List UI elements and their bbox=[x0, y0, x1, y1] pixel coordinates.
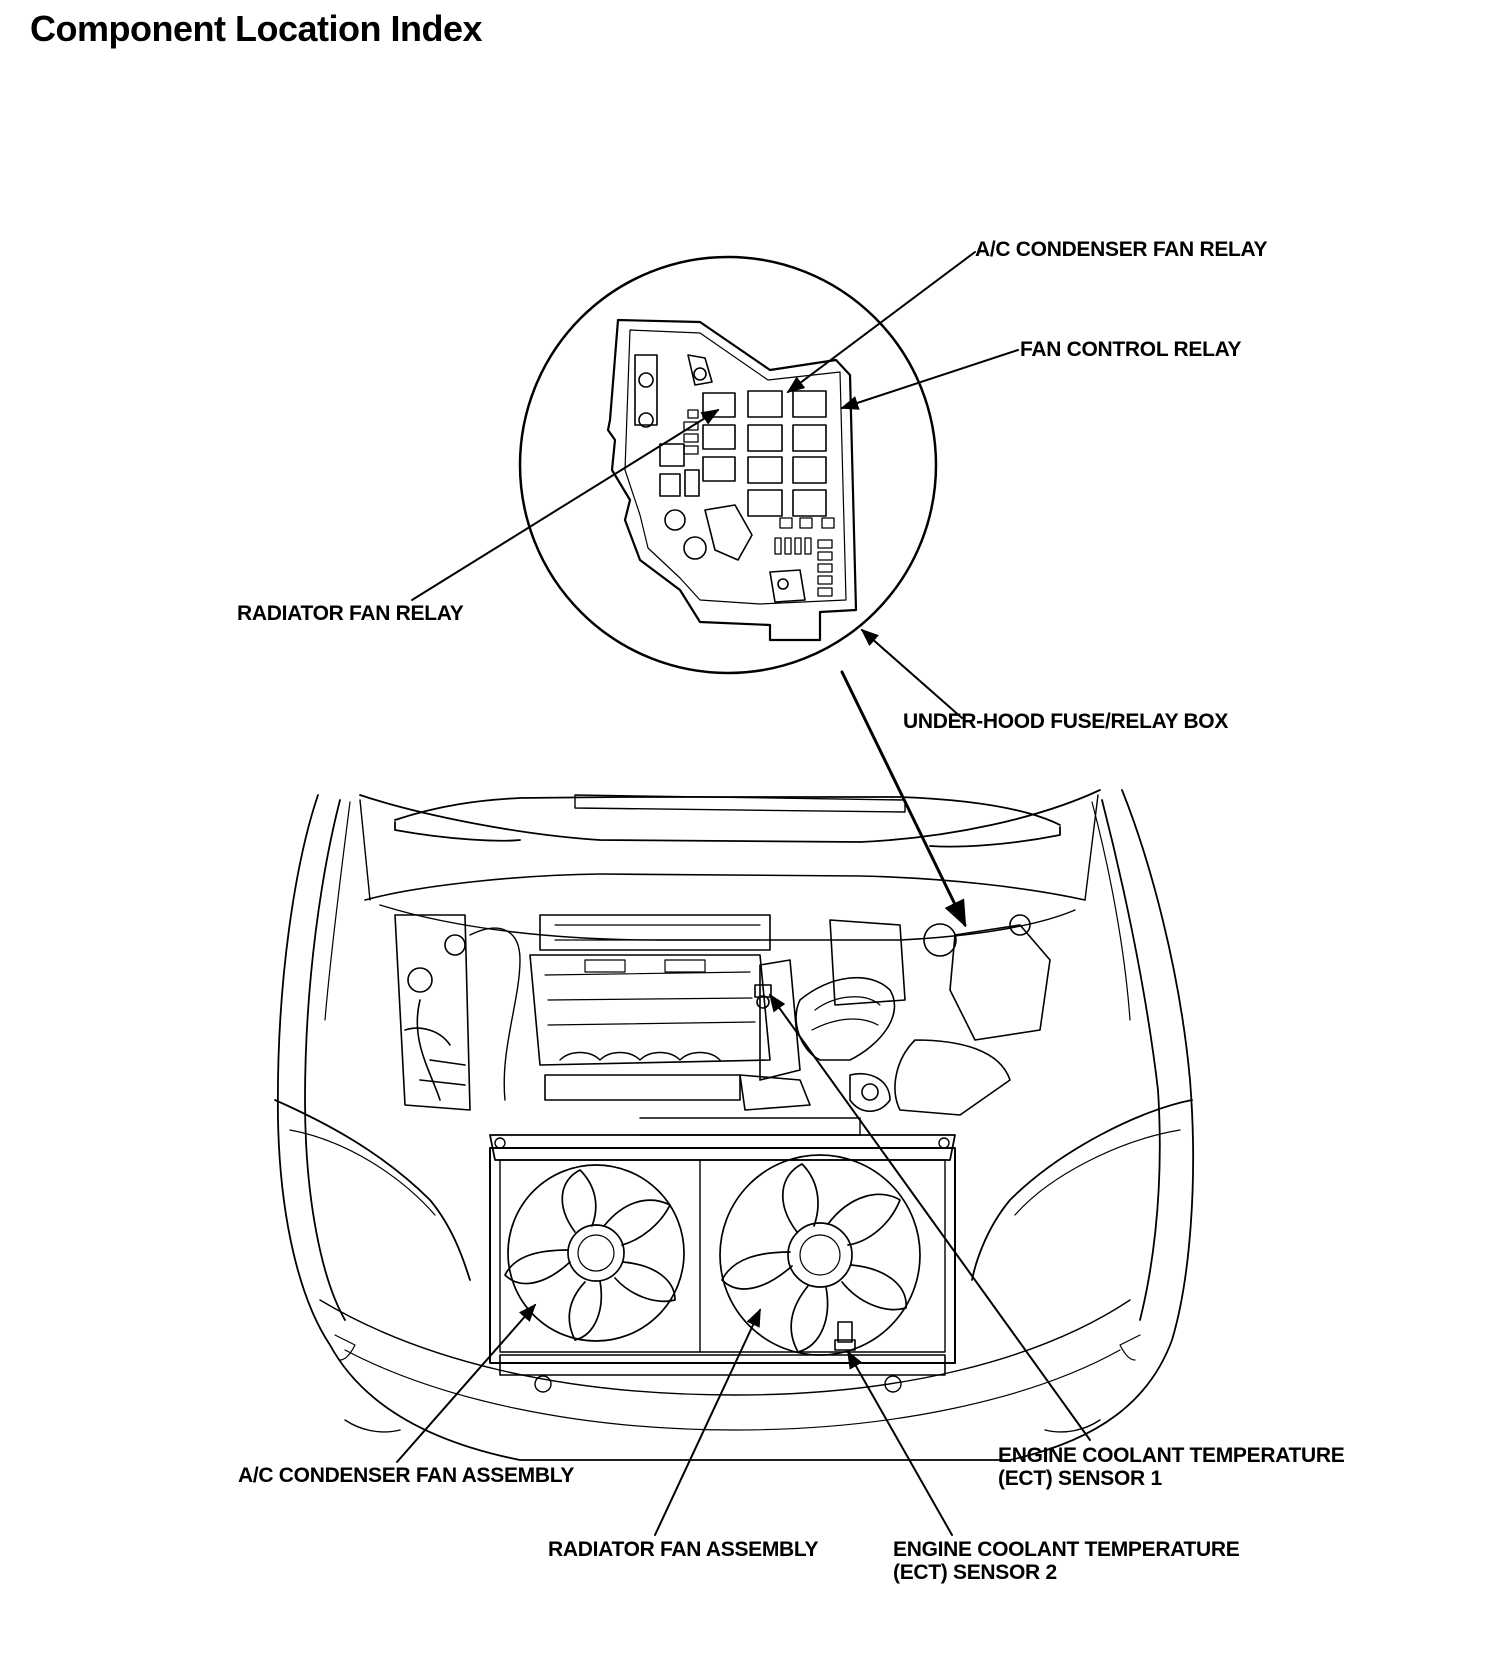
label-ect-sensor-1-line2: (ECT) SENSOR 1 bbox=[998, 1467, 1162, 1490]
label-radiator-fan-relay: RADIATOR FAN RELAY bbox=[237, 602, 464, 625]
label-ect-sensor-1: ENGINE COOLANT TEMPERATURE (ECT) SENSOR … bbox=[998, 1444, 1345, 1490]
leader-under-hood-fuse-relay-box bbox=[860, 628, 962, 718]
radiator-assembly bbox=[490, 1118, 955, 1392]
ac-condenser-fan bbox=[505, 1165, 684, 1341]
label-under-hood-fuse-relay-box: UNDER-HOOD FUSE/RELAY BOX bbox=[903, 710, 1229, 733]
fuse-relay-box-outline bbox=[608, 320, 856, 640]
leader-ect-sensor-2 bbox=[848, 1350, 952, 1535]
leader-ac-condenser-fan-assembly bbox=[397, 1303, 537, 1462]
leader-fan-control-relay bbox=[840, 350, 1018, 410]
leader-ect-sensor-1 bbox=[768, 993, 1090, 1440]
label-ect-sensor-2-line1: ENGINE COOLANT TEMPERATURE bbox=[893, 1538, 1240, 1561]
detail-magnifier-circle bbox=[520, 257, 936, 673]
label-ect-sensor-2-line2: (ECT) SENSOR 2 bbox=[893, 1561, 1057, 1584]
leader-ac-condenser-fan-relay bbox=[786, 252, 975, 394]
engine bbox=[395, 915, 1050, 1115]
fuse-slots bbox=[684, 410, 834, 596]
leader-lines bbox=[397, 252, 1090, 1535]
fuse-box-studs bbox=[635, 355, 805, 602]
leader-radiator-fan-relay bbox=[412, 410, 720, 600]
car-front-body bbox=[275, 790, 1193, 1460]
page-title: Component Location Index bbox=[30, 8, 483, 49]
radiator-fan bbox=[720, 1155, 920, 1355]
ect-sensor-2 bbox=[835, 1322, 855, 1350]
label-radiator-fan-assembly: RADIATOR FAN ASSEMBLY bbox=[548, 1538, 819, 1561]
label-fan-control-relay: FAN CONTROL RELAY bbox=[1020, 338, 1242, 361]
label-ect-sensor-1-line1: ENGINE COOLANT TEMPERATURE bbox=[998, 1444, 1345, 1467]
label-ect-sensor-2: ENGINE COOLANT TEMPERATURE (ECT) SENSOR … bbox=[893, 1538, 1240, 1584]
leader-fuse-box-location bbox=[842, 672, 965, 928]
leader-radiator-fan-assembly bbox=[655, 1308, 760, 1535]
fuse-relay-box-detail bbox=[520, 257, 936, 673]
label-ac-condenser-fan-relay: A/C CONDENSER FAN RELAY bbox=[975, 238, 1268, 261]
label-ac-condenser-fan-assembly: A/C CONDENSER FAN ASSEMBLY bbox=[238, 1464, 575, 1487]
